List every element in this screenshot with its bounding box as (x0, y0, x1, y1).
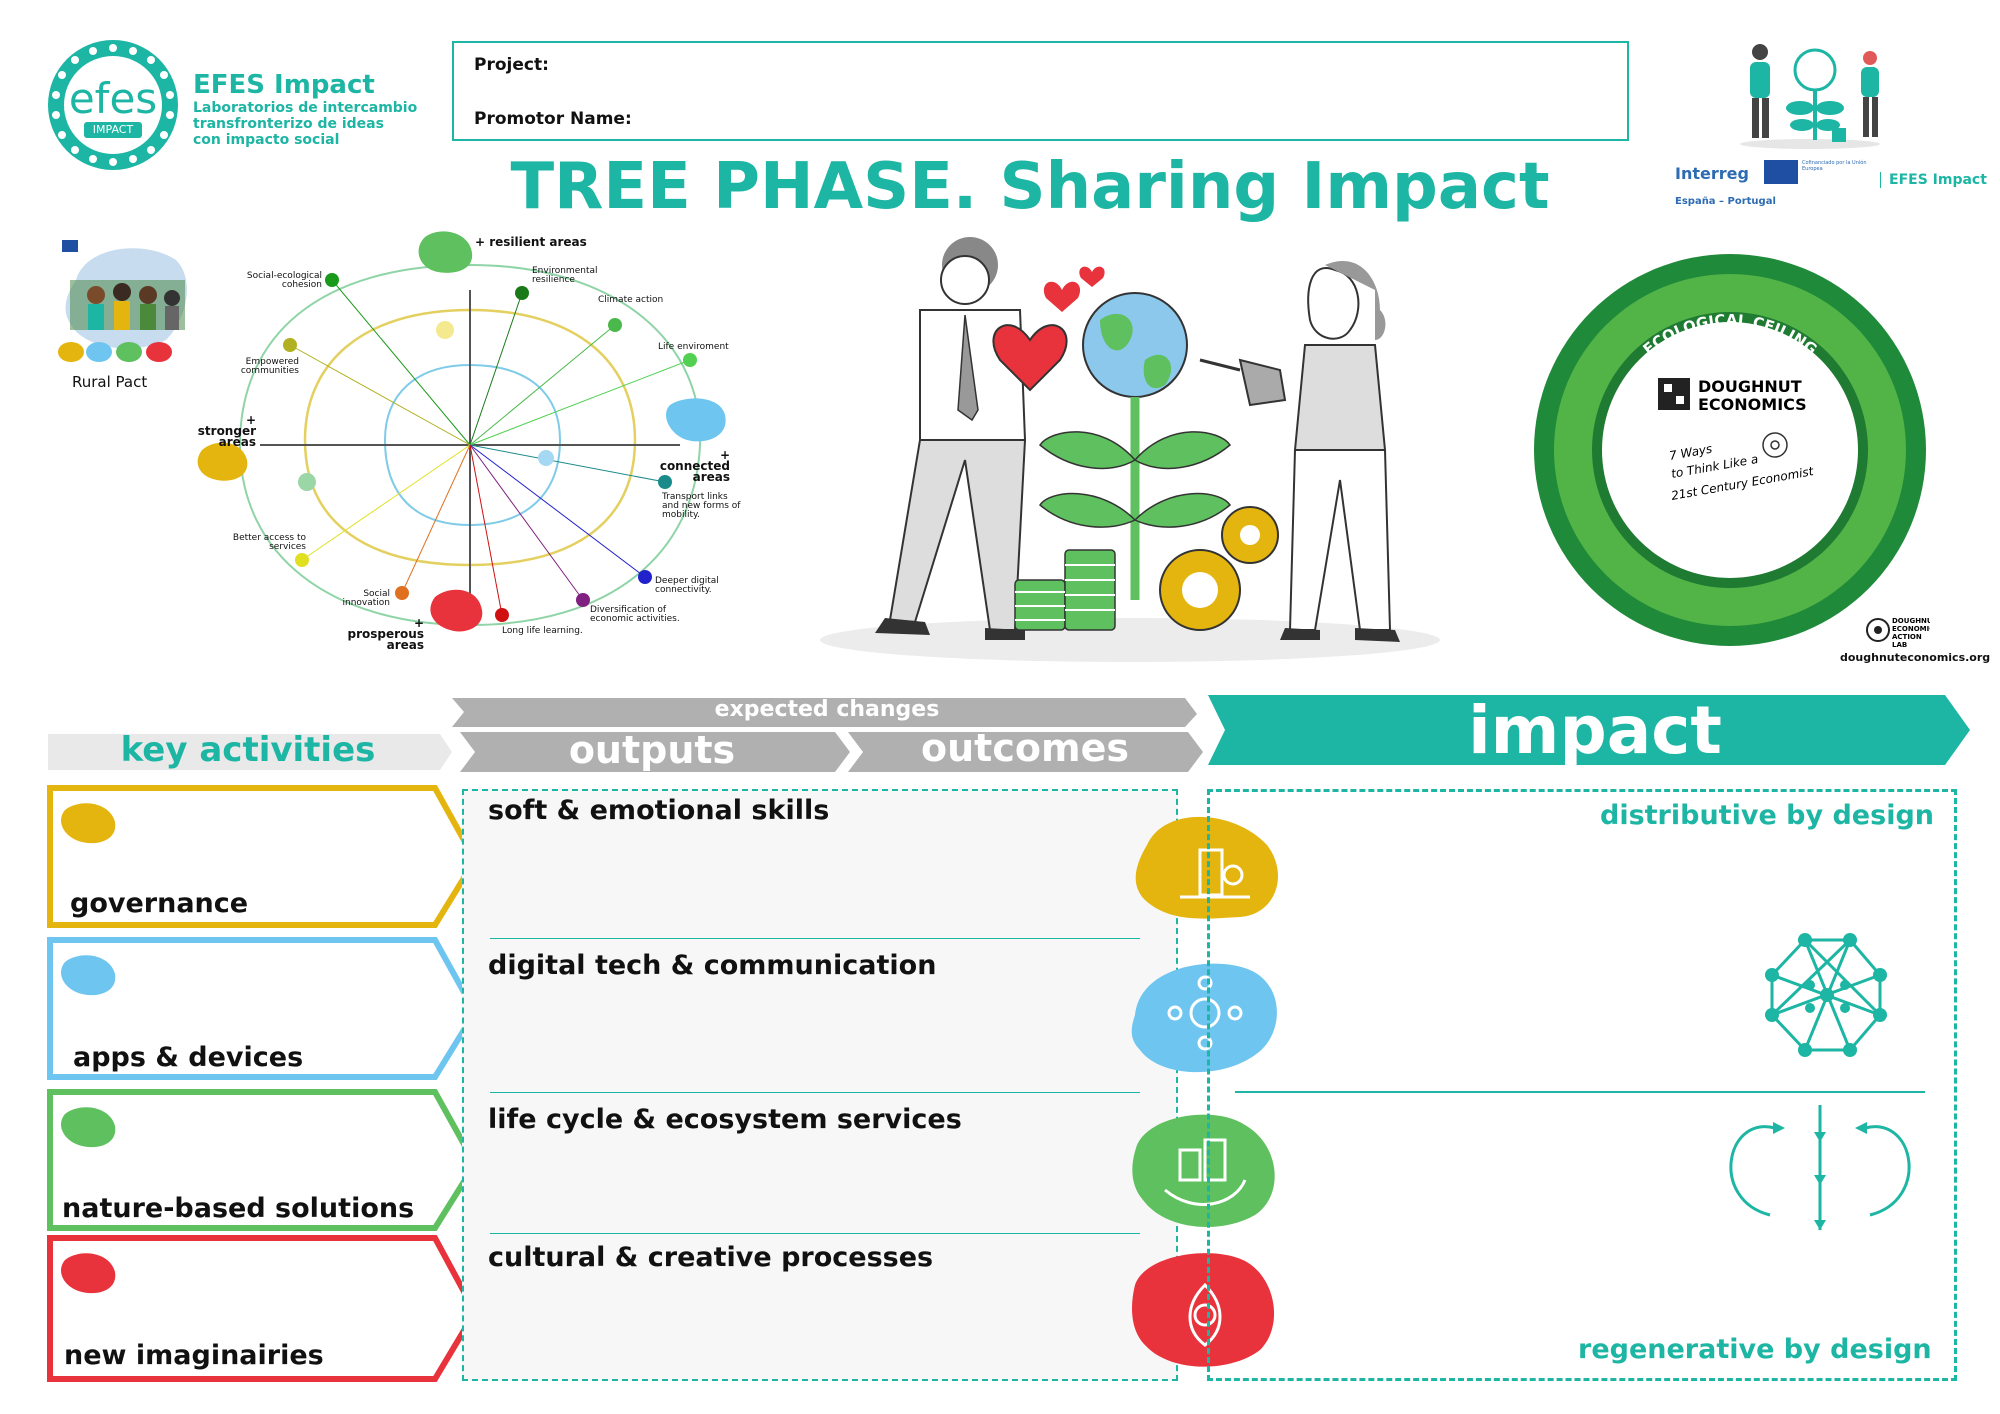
lab-1: DOUGHNUT (1892, 617, 1930, 625)
radar-diagram (197, 231, 726, 632)
brand-subtitle: Laboratorios de intercambio transfronter… (193, 100, 418, 148)
rural-pact-illustration (58, 248, 187, 362)
logo-word: efes (68, 74, 158, 123)
brand-title: EFES Impact (193, 70, 375, 100)
canvas-banners (48, 695, 1970, 772)
doughnut-url[interactable]: doughnuteconomics.org (1840, 651, 1991, 664)
page-title: TREE PHASE. Sharing Impact (510, 150, 1550, 224)
spoke-label: Social innovation (342, 589, 391, 608)
book-title-2: ECONOMICS (1698, 395, 1807, 414)
interreg-subtitle: España – Portugal (1675, 196, 1776, 207)
gardening-illustration (1740, 44, 1880, 149)
key-activities-heading: key activities (120, 730, 376, 770)
outputs-heading: outputs (568, 728, 736, 772)
activity-nature-based[interactable]: nature-based solutions (62, 1193, 415, 1224)
eu-cofinance-text: Cofinanciado por la Unión Europea (1802, 160, 1867, 172)
interreg-logo: Interreg (1675, 164, 1749, 183)
output-row-digital: digital tech & communication (488, 950, 937, 981)
lab-4: LAB (1892, 641, 1907, 649)
network-icon (1765, 933, 1887, 1057)
efes-small-logo: EFES Impact (1880, 172, 1987, 188)
row-divider (490, 1233, 1140, 1234)
output-row-life-cycle: life cycle & ecosystem services (488, 1104, 962, 1135)
logo-dots (52, 44, 174, 166)
promotor-label: Promotor Name: (474, 109, 632, 129)
radar-label-prosperous: + prosperous areas (347, 616, 424, 652)
spoke-label: Better access to services (232, 533, 306, 552)
outcomes-heading: outcomes (921, 726, 1129, 770)
eu-flag-icon (1764, 160, 1798, 184)
distributive-label: distributive by design (1600, 800, 1934, 831)
regenerative-cycle-icon (1729, 1105, 1911, 1230)
impact-divider (1235, 1091, 1925, 1093)
doughnut-economics-diagram: ECOLOGICAL CEILING the safe and just spa… (1530, 250, 1930, 649)
row-divider (490, 1092, 1140, 1093)
output-row-cultural: cultural & creative processes (488, 1242, 934, 1273)
spoke-label: Long life learning. (502, 626, 583, 636)
book-title-1: DOUGHNUT (1698, 377, 1802, 396)
row-divider (490, 938, 1140, 939)
spoke-label: Life enviroment (658, 342, 729, 352)
activity-new-imaginairies[interactable]: new imaginairies (64, 1340, 324, 1371)
key-activities-arrows (47, 785, 479, 1382)
spoke-label: Transport links and new forms of mobilit… (662, 492, 741, 520)
radar-label-stronger: + stronger areas (197, 413, 256, 449)
sharing-illustration (820, 237, 1440, 662)
radar-label-connected: + connected areas (659, 448, 730, 484)
radar-label-resilient: + resilient areas (475, 235, 587, 249)
spoke-label: Environmental resilience (532, 266, 598, 285)
output-blobs (1131, 816, 1279, 1367)
expected-changes-heading: expected changes (714, 697, 940, 722)
rural-pact-label: Rural Pact (72, 373, 148, 391)
spoke-label: Climate action (598, 295, 664, 305)
spoke-label: Diversification of economic activities. (590, 605, 680, 624)
lab-3: ACTION (1892, 633, 1922, 641)
output-row-soft-skills: soft & emotional skills (488, 795, 830, 826)
logo-badge: IMPACT (84, 122, 142, 138)
activity-apps-devices[interactable]: apps & devices (73, 1042, 304, 1073)
spoke-label: Empowered communities (240, 357, 299, 376)
lab-2: ECONOMICS (1892, 625, 1930, 633)
project-label: Project: (474, 55, 549, 75)
eu-flag-small-icon (62, 240, 78, 252)
project-form[interactable]: Project: Promotor Name: (452, 41, 1629, 141)
spoke-label: Deeper digital connectivity. (655, 576, 719, 595)
regenerative-label: regenerative by design (1578, 1334, 1932, 1365)
impact-area[interactable] (1207, 789, 1957, 1381)
outputs-outcomes-area[interactable] (462, 789, 1178, 1381)
spoke-label: Social-ecological cohesion (246, 271, 322, 290)
activity-governance[interactable]: governance (70, 888, 249, 919)
impact-heading: impact (1468, 692, 1722, 769)
